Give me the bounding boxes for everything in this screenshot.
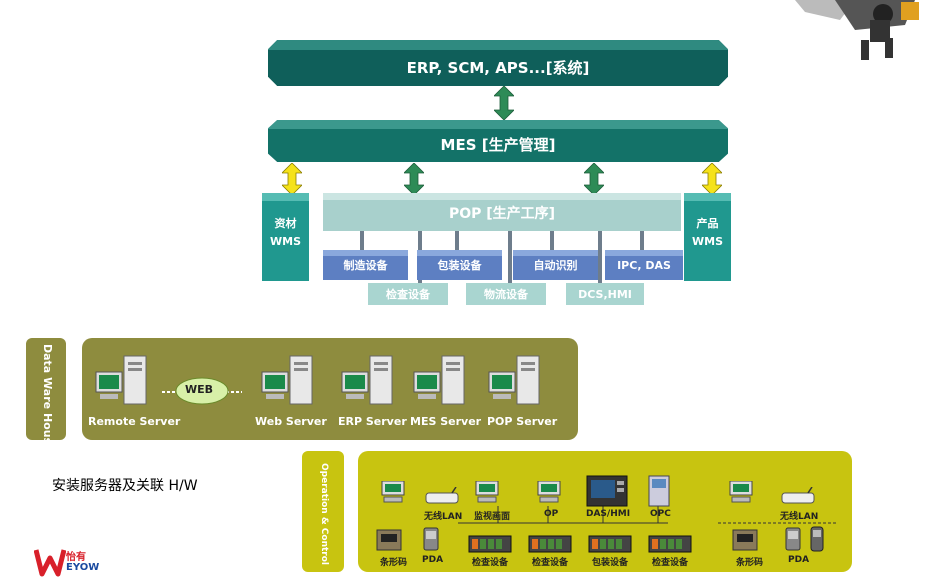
op-label: OP [544,509,559,519]
figure-decoration [795,0,919,60]
opc-label: OPC [650,509,671,519]
material-wms-line2: WMS [269,235,301,248]
operation-control-label: Operation & Control [319,463,329,566]
data-warehouse-label: Data Ware House [41,344,54,452]
wireless-lan-icon [425,487,459,504]
das-hmi-label: DAS/HMI [586,509,631,519]
web-server-icon [261,355,313,405]
barcode-label: 条形码 [380,558,408,568]
barcode-printer-icon [376,529,402,551]
pc-icon-right [729,481,753,503]
pda-label: PDA [422,555,444,565]
data-warehouse-tag: Data Ware House [26,338,66,452]
device-ipc-das: IPC, DAS [605,250,683,280]
plc-icon [468,535,512,553]
product-wms-line1: 产品 [696,217,719,230]
mes-server-label: MES Server [410,415,482,428]
inspection-equipment-label: 检查设备 [652,558,689,568]
pop-server-icon [488,355,540,405]
web-cloud-icon [162,377,242,405]
erp-layer: ERP, SCM, APS...[系统] [268,40,728,86]
erp-server-icon [341,355,393,405]
wireless-lan-icon-right [781,487,815,504]
operation-control-panel: 无线LAN 监视画面 OP DAS/HMI OPC 无线LAN 条形码 PDA … [358,451,852,572]
wireless-lan-label: 无线LAN [424,512,463,522]
material-wms-block: 资材 WMS [262,193,309,281]
connector [640,231,644,251]
plc-icon [588,535,632,553]
device-dcs-hmi: DCS,HMI [566,283,644,305]
arrow-mes-left-wms [282,163,302,195]
device-logistics: 物流设备 [466,283,546,305]
connector [598,231,602,287]
pda-label-right: PDA [788,555,810,565]
pop-layer: POP [生产工序] [323,193,681,231]
device-inspection: 检查设备 [368,283,448,305]
plc-icon [648,535,692,553]
monitor-pc-icon [475,481,499,503]
product-wms-block: 产品 WMS [684,193,731,281]
device-manufacturing: 制造设备 [323,250,408,280]
remote-server-label: Remote Server [88,415,181,428]
arrow-mes-pop-right [584,163,604,195]
logo-mark [34,549,66,577]
das-hmi-panel-icon [586,475,628,507]
arrow-mes-right-wms [702,163,722,195]
pc-icon [381,481,405,503]
device-packaging: 包装设备 [417,250,502,280]
arrow-mes-pop-left [404,163,424,195]
plc-icon [528,535,572,553]
barcode-label-right: 条形码 [736,558,764,568]
connector [360,231,364,251]
arrow-erp-mes [494,86,514,120]
connector [550,231,554,251]
connector [455,231,459,251]
connector [508,231,512,287]
monitor-screen-label: 监视画面 [474,512,511,522]
inspection-equipment-label: 检查设备 [532,558,569,568]
material-wms-line1: 资材 [274,217,297,230]
pda-icon [423,527,439,551]
logo-cn: 怡有 [66,552,86,563]
op-pc-icon [537,481,561,503]
remote-server-icon [95,355,147,405]
opc-device-icon [648,475,670,507]
logo-en: EYOW [66,562,100,573]
mes-server-icon [413,355,465,405]
hw-note: 安装服务器及关联 H/W [52,478,198,494]
wireless-lan-label-right: 无线LAN [780,512,819,522]
inspection-equipment-label: 检查设备 [472,558,509,568]
data-warehouse-panel: WEB Remote Server Web Server ERP S [82,338,578,440]
operation-control-tag: Operation & Control [302,451,344,572]
pop-server-label: POP Server [487,415,558,428]
erp-server-label: ERP Server [338,415,407,428]
packaging-equipment-label: 包装设备 [592,558,629,568]
pda-icon-right [785,527,801,551]
network-lines [458,506,838,524]
scanner-icon [810,526,824,552]
product-wms-line2: WMS [691,235,723,248]
web-cloud-label: WEB [185,383,214,396]
web-server-label: Web Server [255,415,327,428]
device-auto-id: 自动识别 [513,250,598,280]
eyow-logo: 怡有 EYOW [34,546,104,578]
barcode-printer-icon-right [732,529,758,551]
mes-layer: MES [生产管理] [268,120,728,162]
